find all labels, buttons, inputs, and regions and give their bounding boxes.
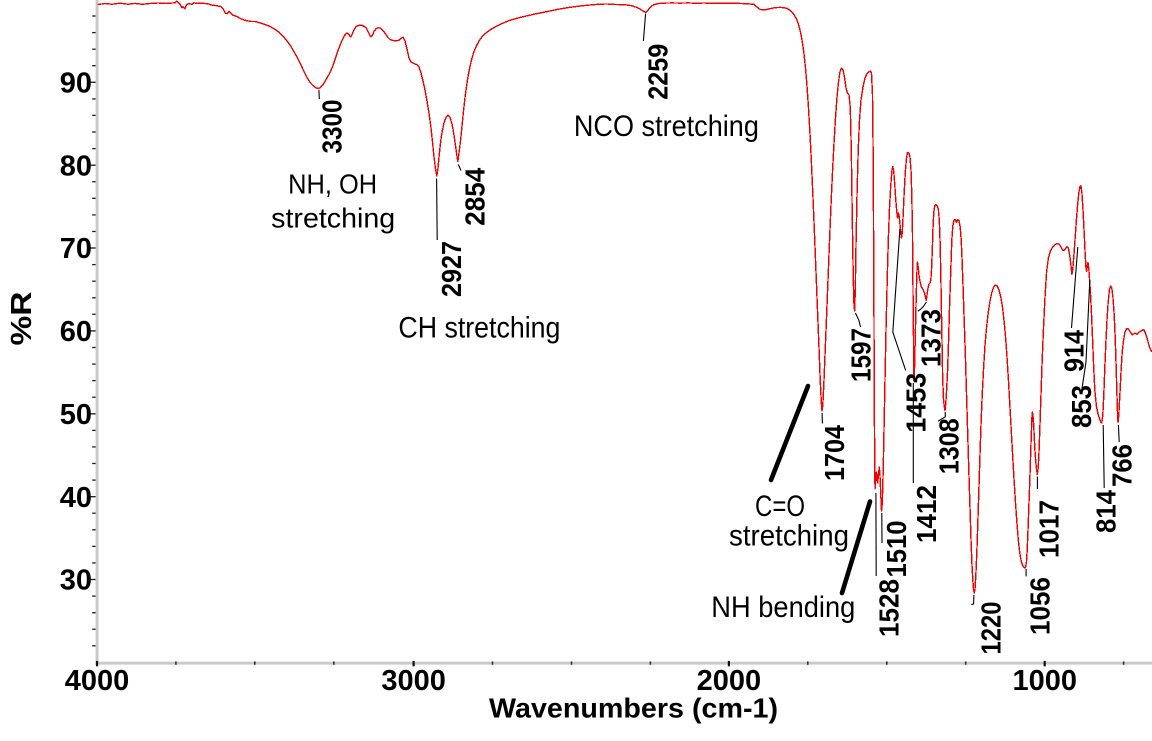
svg-text:80: 80 [60,150,92,182]
svg-text:60: 60 [60,316,92,348]
svg-text:4000: 4000 [65,665,130,697]
svg-text:2927: 2927 [436,241,467,297]
svg-text:1704: 1704 [819,425,850,481]
svg-text:stretching: stretching [271,203,395,234]
svg-text:766: 766 [1107,444,1138,487]
svg-text:2000: 2000 [697,665,762,697]
svg-text:1510: 1510 [881,521,912,578]
svg-text:1056: 1056 [1025,577,1056,635]
svg-text:30: 30 [60,565,92,597]
svg-text:40: 40 [60,482,92,514]
svg-text:90: 90 [60,68,92,100]
svg-text:Wavenumbers (cm-1): Wavenumbers (cm-1) [489,693,778,724]
svg-text:NH bending: NH bending [711,591,855,624]
svg-text:1528: 1528 [874,579,905,637]
svg-text:2854: 2854 [460,167,491,225]
svg-text:%R: %R [6,291,38,345]
svg-text:1373: 1373 [916,309,947,367]
svg-text:1453: 1453 [901,373,932,433]
svg-text:C=O: C=O [755,490,805,523]
svg-text:1017: 1017 [1034,500,1065,558]
svg-text:1412: 1412 [911,485,942,543]
svg-text:853: 853 [1066,385,1097,428]
svg-text:914: 914 [1059,330,1090,372]
svg-text:NCO stretching: NCO stretching [574,110,759,143]
svg-text:814: 814 [1091,490,1122,533]
svg-text:1597: 1597 [846,328,877,382]
svg-text:2259: 2259 [643,44,674,100]
svg-text:1220: 1220 [976,602,1007,655]
svg-text:stretching: stretching [729,520,849,553]
svg-text:3300: 3300 [317,100,348,154]
svg-text:NH, OH: NH, OH [288,168,377,199]
svg-text:CH stretching: CH stretching [398,311,560,344]
svg-text:1308: 1308 [934,418,965,474]
svg-text:3000: 3000 [381,665,446,697]
svg-text:50: 50 [60,399,92,431]
svg-text:70: 70 [60,233,92,265]
svg-text:1000: 1000 [1012,665,1077,697]
